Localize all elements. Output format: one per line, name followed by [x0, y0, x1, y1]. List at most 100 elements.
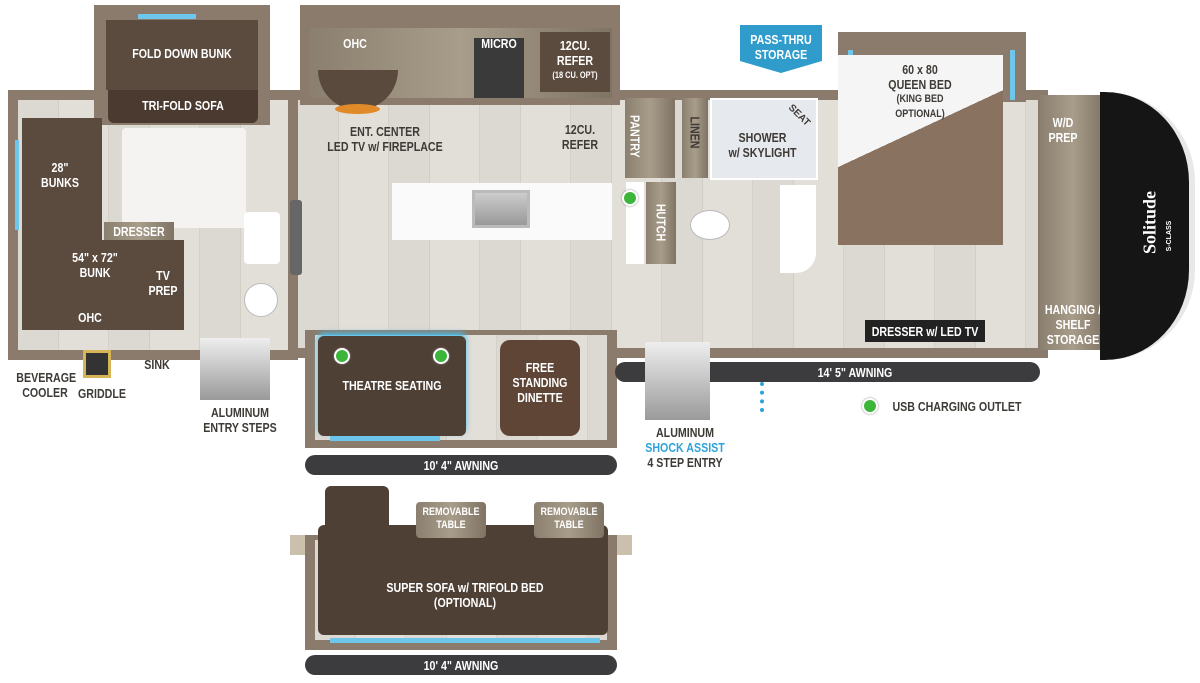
- fold-down-bunk: [106, 20, 258, 90]
- removable-table-2: [534, 502, 604, 538]
- main-entry-door: [290, 200, 302, 275]
- brand-sub-label: S-CLASS: [1166, 220, 1173, 252]
- super-sofa: [318, 525, 608, 635]
- text: HANGING /: [1044, 302, 1102, 317]
- text: REFER: [561, 137, 599, 152]
- text: 4 STEP ENTRY: [647, 455, 723, 470]
- dresser: [104, 222, 174, 240]
- queen-bed: [838, 55, 1003, 245]
- text: FREE: [525, 360, 555, 375]
- refer-main-label: 12CU.REFER: [555, 122, 604, 152]
- tri-fold-sofa: [108, 90, 258, 123]
- text: 12CU.: [564, 122, 596, 137]
- text: PREP: [148, 283, 178, 298]
- sink-label: SINK: [144, 357, 170, 372]
- entry-steps: [200, 338, 270, 400]
- pass-thru-storage-badge: [740, 25, 822, 73]
- hose-icon: [760, 382, 768, 412]
- bath-toilet: [690, 210, 730, 240]
- bunk-block-lower: [22, 240, 184, 330]
- shock-assist-steps: [645, 342, 710, 420]
- text: SHOWER: [738, 130, 787, 145]
- text: OPTIONAL): [895, 108, 945, 120]
- bath-sink: [244, 212, 280, 264]
- fold-down-bunk-label: FOLD DOWN BUNK: [132, 46, 232, 61]
- hutch: [646, 182, 676, 264]
- griddle-label: GRIDDLE: [78, 386, 126, 401]
- text: COOLER: [22, 385, 68, 400]
- text: TV: [156, 268, 170, 283]
- dresser-led-tv: [865, 320, 985, 342]
- usb-legend-icon: [862, 398, 878, 414]
- island-sink: [472, 190, 530, 228]
- text: QUEEN BED: [888, 77, 952, 92]
- theatre-seating-label: THEATRE SEATING: [342, 378, 442, 393]
- bunks-28-label: 28"BUNKS: [31, 160, 88, 190]
- toilet: [244, 283, 278, 317]
- text: PASS-THRU: [750, 32, 812, 47]
- text: ENTRY STEPS: [203, 420, 277, 435]
- window: [330, 436, 440, 441]
- text: SUPER SOFA w/ TRIFOLD BED: [386, 580, 544, 595]
- bunk-54x72-label: 54" x 72"BUNK: [50, 250, 140, 280]
- text: STORAGE: [754, 47, 808, 62]
- text: w/ SKYLIGHT: [728, 145, 797, 160]
- linen-label: LINEN: [687, 116, 703, 149]
- window: [138, 14, 196, 19]
- removable-table-1: [416, 502, 486, 538]
- option-awning: [305, 655, 617, 675]
- window: [330, 638, 600, 643]
- super-sofa-label: SUPER SOFA w/ TRIFOLD BED(OPTIONAL): [354, 580, 575, 610]
- ohc-kitchen-label: OHC: [343, 36, 367, 51]
- text: 60 x 80: [902, 62, 938, 77]
- pantry: [625, 98, 675, 178]
- option-awning-label: 10' 4" AWNING: [423, 658, 499, 673]
- linen: [682, 98, 708, 178]
- text: 54" x 72": [72, 250, 118, 265]
- microwave-oven: [474, 38, 524, 98]
- text: 12CU.: [559, 38, 591, 53]
- pantry-label: PANTRY: [627, 115, 643, 158]
- usb-outlet-icon: [334, 348, 350, 364]
- text: SHELF: [1055, 317, 1091, 332]
- text: ALUMINUM: [655, 425, 715, 440]
- bath-vanity: [780, 185, 816, 273]
- dresser-label: DRESSER: [113, 224, 165, 239]
- refer-top-label: 12CU.REFER(18 CU. OPT): [546, 38, 603, 83]
- front-cap: [1100, 92, 1195, 360]
- micro-label: MICRO: [481, 36, 517, 51]
- text: (KING BED: [896, 93, 944, 105]
- brand-logo: Solitude: [1139, 190, 1160, 255]
- living-awning-label: 10' 4" AWNING: [423, 458, 499, 473]
- window: [1010, 50, 1015, 100]
- text: ALUMINUM: [210, 405, 270, 420]
- text: W/D: [1052, 115, 1074, 130]
- text: REMOVABLE: [422, 506, 480, 518]
- text: BEVERAGE: [16, 370, 77, 385]
- window: [15, 140, 19, 230]
- text: REFER: [556, 53, 594, 68]
- text: DINETTE: [517, 390, 563, 405]
- sofa-bed-extension: [122, 128, 246, 228]
- front-closet: [1040, 95, 1105, 350]
- hutch-label: HUTCH: [653, 203, 669, 242]
- usb-outlet-icon: [433, 348, 449, 364]
- text: (OPTIONAL): [433, 595, 497, 610]
- text: SHOCK ASSIST: [645, 440, 725, 455]
- tri-fold-sofa-label: TRI-FOLD SOFA: [142, 98, 224, 113]
- sofa-headrest: [325, 486, 389, 536]
- text: REMOVABLE: [540, 506, 598, 518]
- usb-legend-label: USB CHARGING OUTLET: [892, 399, 1022, 414]
- text: STANDING: [512, 375, 568, 390]
- usb-outlet-icon: [622, 190, 638, 206]
